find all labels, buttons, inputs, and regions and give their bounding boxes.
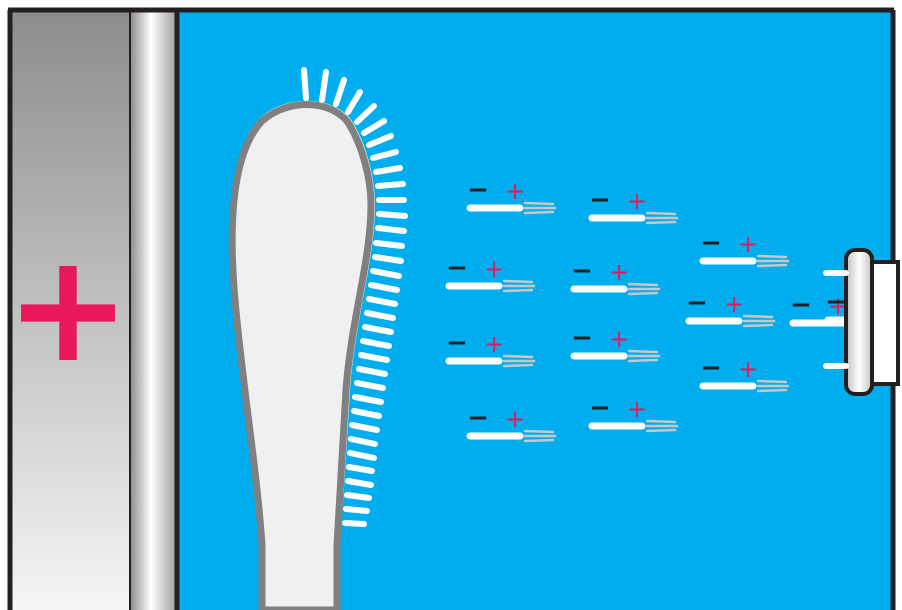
coating-bristle (378, 184, 403, 186)
motion-line (758, 390, 786, 391)
negative-charge-label: − (700, 353, 722, 383)
positive-charge-label: + (627, 395, 647, 423)
positive-charge-label: + (484, 330, 504, 358)
positive-charge-label: + (627, 187, 647, 215)
coating-bristle (378, 228, 404, 231)
motion-line (629, 284, 657, 285)
negative-charge-label: − (571, 323, 593, 353)
positive-charge-label: + (609, 258, 629, 286)
coating-bristle (376, 168, 400, 172)
negative-charge-label: − (790, 290, 812, 320)
motion-line (744, 325, 772, 326)
negative-charge-label: − (700, 228, 722, 258)
motion-line (744, 316, 772, 317)
positive-charge-label: + (609, 325, 629, 353)
motion-line (525, 203, 553, 204)
negative-charge-label: − (686, 288, 708, 318)
positive-charge-label: + (738, 355, 758, 383)
negative-charge-label: − (446, 253, 468, 283)
negative-charge-label: − (446, 328, 468, 358)
motion-line (758, 381, 786, 382)
positive-charge-label: + (738, 230, 758, 258)
negative-charge-label: − (467, 175, 489, 205)
anode-charge-label: + (5, 222, 131, 396)
coating-bristle (375, 257, 401, 261)
coating-bristle (304, 70, 306, 98)
motion-line (629, 360, 657, 361)
motion-line (647, 430, 675, 431)
motion-line (647, 222, 675, 223)
positive-charge-label: + (484, 255, 504, 283)
coating-bristle (345, 523, 364, 524)
positive-charge-label: + (724, 290, 744, 318)
motion-line (504, 356, 532, 357)
negative-charge-label: − (571, 256, 593, 286)
coating-bristle (379, 214, 405, 216)
coating-bristle (349, 467, 372, 471)
coating-bristle (322, 72, 326, 100)
motion-line (629, 351, 657, 352)
positive-charge-label: + (505, 405, 525, 433)
motion-line (629, 293, 657, 294)
motion-line (758, 265, 786, 266)
negative-charge-label: − (467, 403, 489, 433)
negative-charge-label: − (589, 185, 611, 215)
motion-line (504, 290, 532, 291)
motion-line (504, 281, 532, 282)
coating-bristle (376, 243, 402, 246)
coating-bristle (348, 481, 371, 485)
motion-line (504, 365, 532, 366)
motion-line (758, 256, 786, 257)
motion-line (647, 213, 675, 214)
coating-bristle (347, 495, 369, 498)
negative-charge-label: − (589, 393, 611, 423)
positive-charge-label: + (505, 177, 525, 205)
motion-line (525, 440, 553, 441)
coating-bristle (346, 509, 367, 511)
motion-line (525, 431, 553, 432)
motion-line (647, 421, 675, 422)
motion-line (525, 212, 553, 213)
negative-charge-label: − (825, 287, 847, 317)
